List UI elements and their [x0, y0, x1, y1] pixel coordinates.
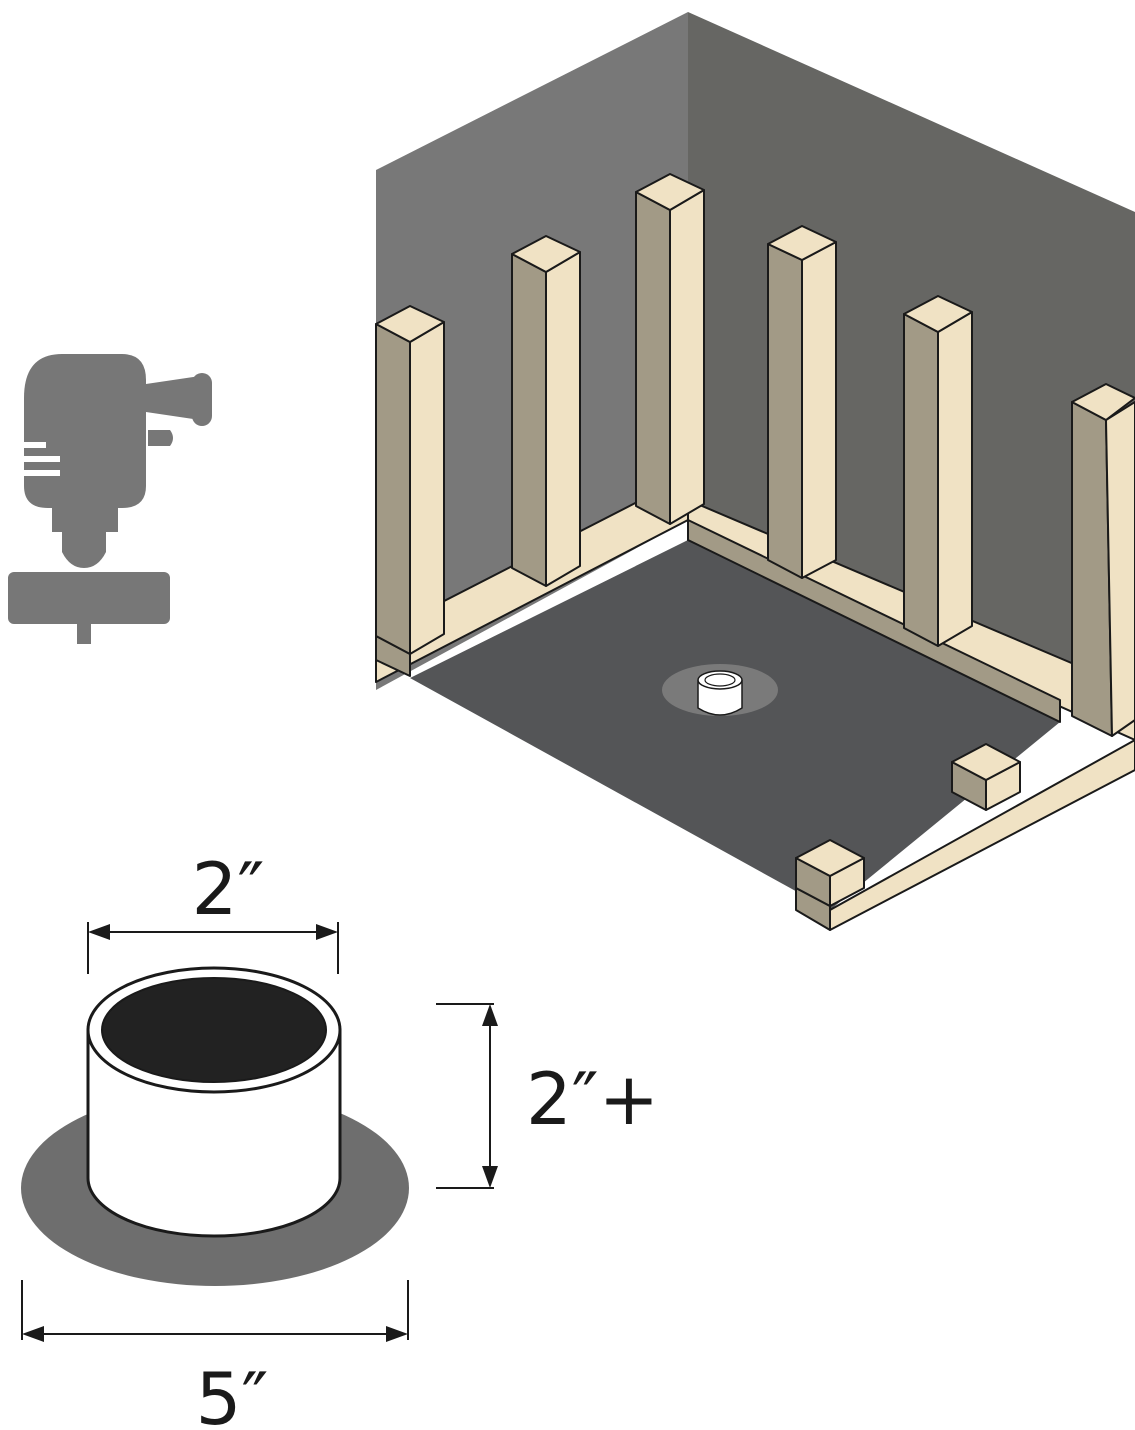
stud [903, 295, 973, 647]
diameter-dimension [87, 922, 339, 974]
stud [375, 305, 445, 655]
pipe-opening [101, 977, 327, 1083]
hole-saw-drill-icon [8, 354, 212, 644]
stud [1071, 383, 1135, 737]
flange-dimension [21, 1280, 409, 1342]
drain-pipe [662, 664, 778, 716]
stud [635, 173, 705, 525]
stud [767, 225, 837, 579]
stud [511, 235, 581, 587]
pipe-detail: 2″ 2″+ 5″ [21, 847, 659, 1430]
curb-block [951, 743, 1021, 811]
curb-block [795, 839, 865, 907]
shower-floor [410, 540, 1060, 910]
flange-label: 5″ [196, 1357, 269, 1430]
height-dimension [436, 1003, 498, 1189]
shower-enclosure [375, 12, 1135, 931]
diameter-label: 2″ [192, 847, 265, 931]
height-label: 2″+ [526, 1057, 659, 1141]
